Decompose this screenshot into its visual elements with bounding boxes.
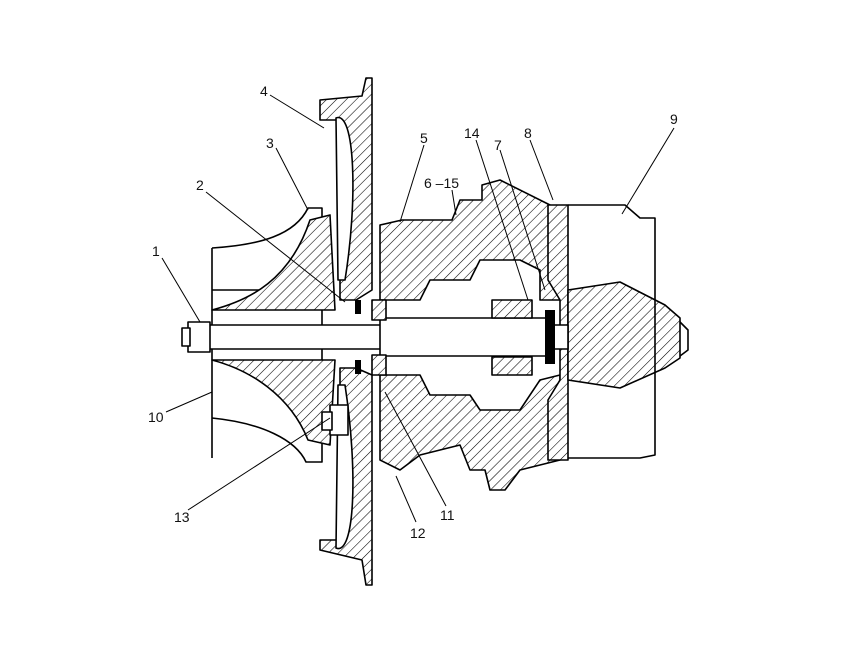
label-9: 9 [670,111,678,127]
label-13: 13 [174,509,190,525]
label-3: 3 [266,135,274,151]
label-1: 1 [152,243,160,259]
label-5: 5 [420,130,428,146]
bearings [355,299,533,376]
leader-lines [161,94,675,523]
housing-bolt [321,404,349,436]
shaft-nut [181,321,211,353]
bearing-housing [379,179,561,491]
label-12: 12 [410,525,426,541]
label-2: 2 [196,177,204,193]
turbine-wheel [567,204,689,459]
part-labels: 1 2 3 4 5 6 –15 14 7 8 9 10 11 12 13 [148,83,678,541]
label-6-15: 6 –15 [424,175,459,191]
label-4: 4 [260,83,268,99]
label-11: 11 [440,507,455,523]
compressor-impeller-hub [211,214,336,446]
label-8: 8 [524,125,532,141]
label-7: 7 [494,137,502,153]
shaft [207,310,569,364]
label-10: 10 [148,409,164,425]
label-14: 14 [464,125,480,141]
